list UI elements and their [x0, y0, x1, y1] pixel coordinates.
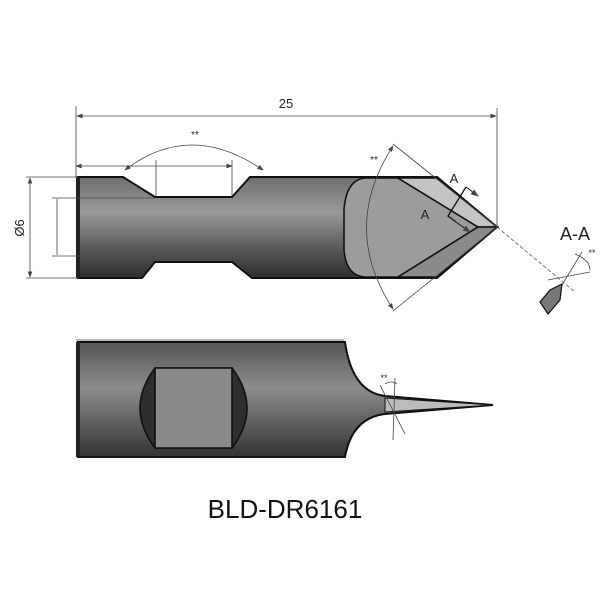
tip-angle-arc: [366, 145, 394, 310]
blade-edge: [384, 397, 494, 413]
blade-angle-label: **: [380, 373, 388, 383]
diameter-dimension: Ø6: [12, 219, 27, 236]
section-cut-line: [447, 186, 467, 223]
section-marker-bottom: A: [421, 207, 430, 222]
length-dimension: 25: [279, 96, 293, 111]
section-angle-label: **: [588, 248, 596, 258]
tip-angle-label: **: [370, 155, 378, 166]
flat-surface: [154, 367, 233, 449]
groove-angle-label: **: [191, 130, 199, 141]
groove-angle-arc: [124, 144, 264, 171]
ground-face: [343, 177, 480, 278]
side-view: 25 Ø6 ** ** A A A-A **: [12, 96, 596, 315]
section-marker-top: A: [450, 171, 459, 186]
shank-end: [76, 177, 80, 278]
section-profile: [539, 282, 563, 315]
part-code: BLD-DR6161: [207, 494, 363, 524]
top-view: **: [76, 339, 494, 458]
section-title: A-A: [560, 224, 590, 244]
